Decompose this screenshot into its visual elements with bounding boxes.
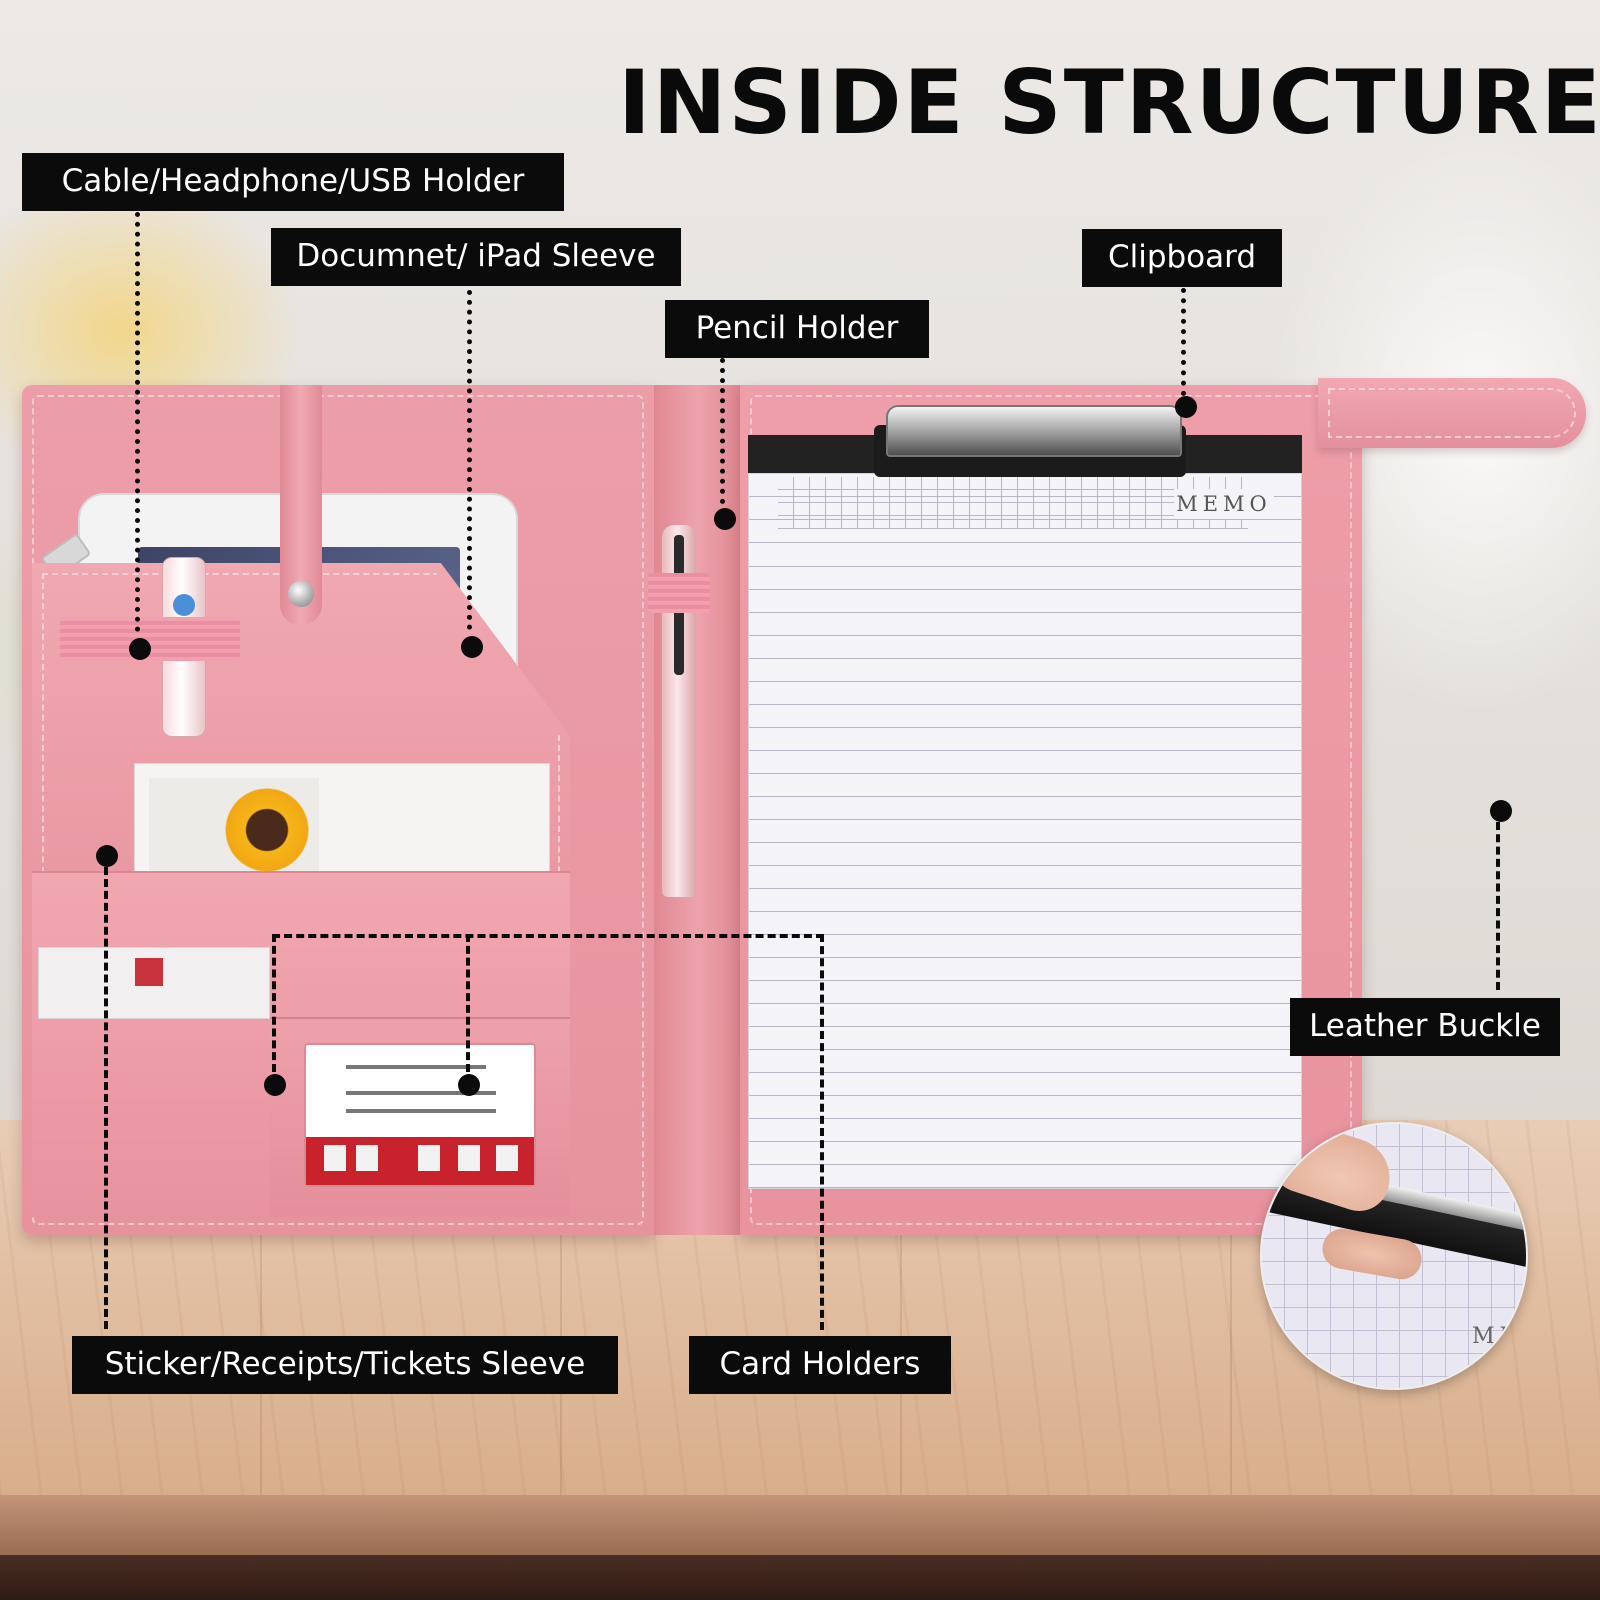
callout-line-cable: [135, 212, 140, 632]
padfolio: MEMO: [22, 385, 1362, 1235]
callout-dot-pencil: [714, 508, 736, 530]
card-product-thumbnail: [458, 1145, 480, 1171]
closeup-memo-text: ME: [1472, 1324, 1521, 1349]
card-logo-icon: [135, 958, 163, 986]
card-text-line: [346, 1065, 486, 1069]
label-pencil-holder: Pencil Holder: [665, 300, 929, 358]
callout-line-card-left: [272, 934, 276, 1072]
callout-dot-card-center: [458, 1074, 480, 1096]
table-plank-seam: [260, 1120, 262, 1500]
buckle-stitching: [1328, 388, 1576, 438]
callout-dot-cable: [129, 638, 151, 660]
usb-logo-icon: [173, 594, 195, 616]
table-edge: [0, 1495, 1600, 1555]
label-cable-holder: Cable/Headphone/USB Holder: [22, 153, 564, 211]
page-title: INSIDE STRUCTURE: [618, 51, 1600, 154]
callout-line-pencil: [720, 358, 725, 504]
label-card-holders: Card Holders: [689, 1336, 951, 1394]
snap-button-icon: [288, 581, 314, 607]
clipboard-closeup-inset: ME: [1260, 1122, 1528, 1390]
label-sticker-sleeve: Sticker/Receipts/Tickets Sleeve: [72, 1336, 618, 1394]
callout-line-sticker: [104, 867, 108, 1329]
floor-shadow: [0, 1555, 1600, 1600]
card-product-thumbnail: [356, 1145, 378, 1171]
card-text-line: [346, 1091, 496, 1095]
callout-line-sleeve: [467, 290, 472, 630]
callout-dot-sticker: [96, 845, 118, 867]
card-product-thumbnail: [324, 1145, 346, 1171]
callout-dot-sleeve: [461, 636, 483, 658]
callout-line-clipboard: [1181, 288, 1186, 396]
card-product-thumbnail: [418, 1145, 440, 1171]
business-card-window: [304, 1043, 536, 1187]
card-text-line: [346, 1109, 496, 1113]
notepad-grid-header: [778, 477, 1248, 529]
table-plank-seam: [560, 1120, 562, 1500]
business-card-left: [38, 947, 270, 1019]
table-plank-seam: [900, 1120, 902, 1500]
callout-line-card-center: [466, 934, 470, 1072]
callout-bracket-cards: [272, 934, 824, 938]
label-leather-buckle: Leather Buckle: [1290, 998, 1560, 1056]
label-clipboard: Clipboard: [1082, 229, 1282, 287]
table-plank-seam: [1230, 1120, 1232, 1500]
elastic-cable-band: [60, 617, 240, 661]
card-product-thumbnail: [496, 1145, 518, 1171]
callout-dot-clipboard: [1175, 396, 1197, 418]
pen-loop-band: [648, 573, 710, 613]
callout-dot-card-left: [264, 1074, 286, 1096]
clipboard-clip-icon: [886, 405, 1182, 457]
callout-dot-buckle: [1490, 800, 1512, 822]
label-document-sleeve: Documnet/ iPad Sleeve: [271, 228, 681, 286]
callout-line-card-right: [820, 934, 824, 1330]
sunflower-icon: [219, 782, 315, 878]
notepad-memo-header: MEMO: [1174, 489, 1274, 519]
greeting-card: [134, 763, 550, 883]
lined-notepad: [748, 473, 1302, 1189]
callout-line-buckle: [1496, 822, 1500, 990]
card-photo: [149, 778, 319, 878]
